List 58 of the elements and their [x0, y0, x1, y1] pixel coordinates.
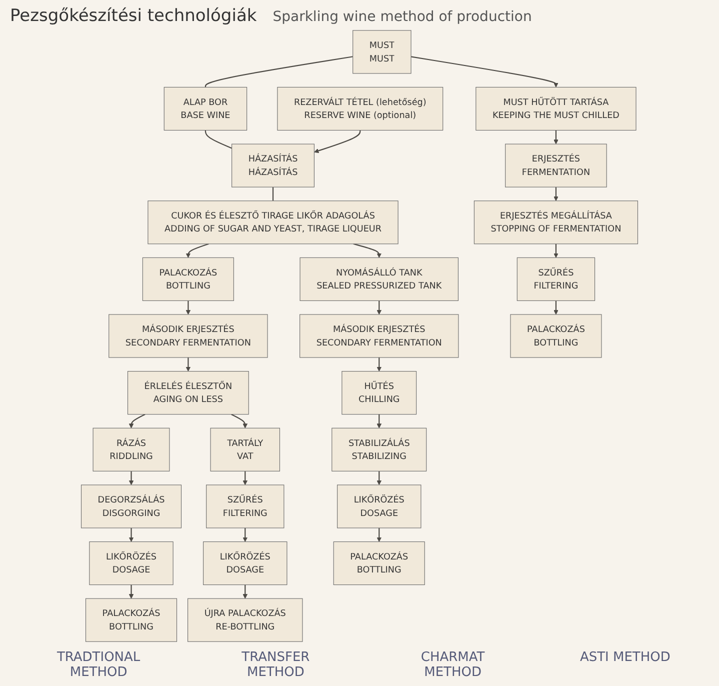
arrow [128, 584, 134, 599]
node-box: DEGORZSÁLÁS DISGORGING [80, 484, 182, 528]
arrow [554, 187, 558, 202]
column-label: TRANSFER METHOD [240, 650, 311, 680]
arrow [554, 244, 558, 258]
arrow [242, 528, 248, 542]
arrow [186, 243, 209, 258]
arrow [128, 471, 134, 486]
connector [204, 130, 232, 149]
node-box: LIKŐRÖZÉS DOSAGE [203, 541, 288, 586]
arrow [353, 243, 382, 258]
arrow [376, 471, 382, 486]
node-box: ALAP BOR BASE WINE [164, 86, 248, 131]
arrow [242, 471, 248, 486]
column-label: CHARMAT METHOD [420, 650, 486, 680]
column-label: TRADTIONAL METHOD [56, 650, 142, 680]
node-box: SZŰRÉS FILTERING [206, 484, 284, 528]
arrow [554, 300, 558, 315]
node-box: PALACKOZÁS BOTTLING [142, 257, 234, 301]
node-box: SZŰRÉS FILTERING [516, 257, 596, 301]
node-box: MUST HŰTÖTT TARTÁSA KEEPING THE MUST CHILLED [476, 86, 636, 131]
title: Pezsgőkészítési technológiák [10, 6, 257, 26]
node-box: MÁSODIK ERJESZTÉS SECONDARY FERMENTATION [108, 314, 268, 358]
arrow [128, 414, 146, 428]
node-box: PALACKOZÁS BOTTLING [510, 314, 602, 358]
node-box: ERJESZTÉS MEGÁLLÍTÁSA STOPPING OF FERMENTATION [474, 200, 638, 244]
node-box: PALACKOZÁS BOTTLING [333, 541, 425, 586]
arrow [186, 358, 191, 372]
arrow [376, 358, 382, 372]
node-box: MUST MUST [352, 30, 412, 74]
arrow [231, 414, 248, 428]
node-box: ERJESZTÉS FERMENTATION [505, 144, 607, 188]
node-box: HŰTÉS CHILLING [342, 371, 417, 415]
column-label: ASTI METHOD [580, 650, 670, 667]
node-box: ÚJRA PALACKOZÁS RE-BOTTLING [188, 598, 303, 642]
node-box: ÉRLELÉS ÉLESZTŐN AGING ON LESS [127, 371, 249, 415]
arrow [128, 528, 134, 542]
arrow [376, 300, 382, 315]
node-box: PALACKOZÁS BOTTLING [85, 598, 178, 642]
arrow [376, 414, 382, 428]
node-box: STABILIZÁLÁS STABILIZING [332, 428, 427, 472]
node-box: RÁZÁS RIDDLING [92, 428, 170, 472]
connector [204, 56, 353, 88]
node-box: HÁZASÍTÁS HÁZASÍTÁS [232, 144, 314, 188]
node-box: REZERVÁLT TÉTEL (lehetőség) RESERVE WINE (optional) [277, 86, 444, 131]
arrow [554, 130, 558, 144]
arrow [314, 130, 361, 154]
arrow [376, 528, 382, 542]
node-box: LIKŐRÖZÉS DOSAGE [337, 484, 422, 528]
node-box: NYOMÁSÁLLÓ TANK SEALED PRESSURIZED TANK [300, 257, 458, 301]
connector [272, 187, 274, 201]
arrow [242, 584, 248, 599]
arrow [410, 56, 558, 88]
arrow [186, 300, 191, 315]
node-box: TARTÁLY VAT [210, 428, 280, 472]
node-box: LIKŐRÖZÉS DOSAGE [89, 541, 174, 586]
node-box: CUKOR ÉS ÉLESZTŐ TIRAGE LIKŐR ADAGOLÁS ADDING OF SUGAR AND YEAST, TIRAGE LIQUEUR [148, 200, 398, 244]
node-box: MÁSODIK ERJESZTÉS SECONDARY FERMENTATION [300, 314, 459, 358]
